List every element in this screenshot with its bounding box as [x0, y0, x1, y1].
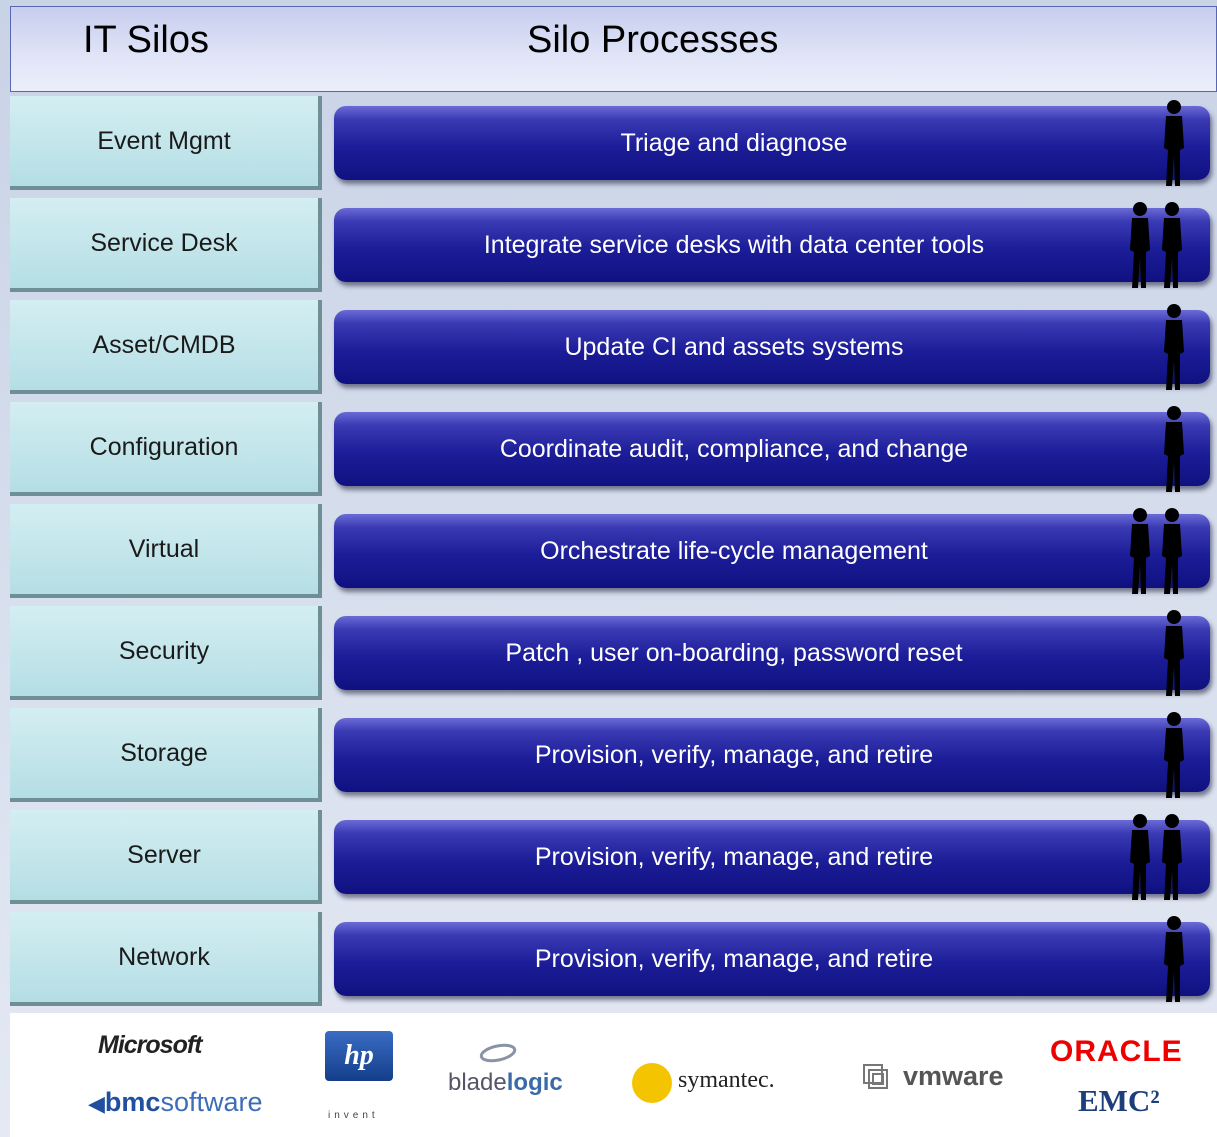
silo-label: Event Mgmt [10, 96, 322, 190]
person-icon [1158, 608, 1190, 698]
process-bar: Patch , user on-boarding, password reset [334, 616, 1210, 690]
header-bar: IT Silos Silo Processes [10, 6, 1217, 92]
vmware-logo: vmware [903, 1061, 1004, 1091]
process-label: Orchestrate life-cycle management [540, 536, 928, 565]
bladelogic-ring-icon [479, 1043, 517, 1063]
process-label: Provision, verify, manage, and retire [534, 944, 934, 973]
process-bar: Provision, verify, manage, and retire [334, 718, 1210, 792]
silo-label: Service Desk [10, 198, 322, 292]
silo-row: Service Desk Integrate service desks with… [0, 198, 1217, 302]
silo-label: Configuration [10, 402, 322, 496]
process-label: Patch , user on-boarding, password reset [505, 638, 963, 667]
process-label: Triage and diagnose [620, 128, 848, 157]
vmware-squares-icon [863, 1064, 888, 1089]
two-people-icon [1124, 506, 1190, 596]
silo-row: Virtual Orchestrate life-cycle management [0, 504, 1217, 608]
two-people-icon [1124, 812, 1190, 902]
emc-logo: EMC² [1078, 1083, 1160, 1118]
symantec-dot-icon [632, 1063, 672, 1103]
hp-logo: hp [325, 1031, 393, 1081]
silo-label: Server [10, 810, 322, 904]
bmc-software-logo: ◀bmcsoftware [88, 1087, 263, 1117]
process-bar: Coordinate audit, compliance, and change [334, 412, 1210, 486]
process-label: Provision, verify, manage, and retire [534, 842, 934, 871]
silo-row: Server Provision, verify, manage, and ret… [0, 810, 1217, 914]
process-label: Coordinate audit, compliance, and change [499, 434, 969, 463]
person-icon [1158, 302, 1190, 392]
hp-invent-tagline: invent [328, 1110, 379, 1121]
person-icon [1158, 710, 1190, 800]
silo-row: Storage Provision, verify, manage, and re… [0, 708, 1217, 812]
silo-row: Security Patch , user on-boarding, passwo… [0, 606, 1217, 710]
process-bar: Provision, verify, manage, and retire [334, 820, 1210, 894]
silo-label: Network [10, 912, 322, 1006]
process-bar: Orchestrate life-cycle management [334, 514, 1210, 588]
silo-row: Configuration Coordinate audit, complianc… [0, 402, 1217, 506]
symantec-logo: symantec. [678, 1067, 775, 1093]
process-label: Integrate service desks with data center… [483, 230, 985, 259]
silo-label: Asset/CMDB [10, 300, 322, 394]
processes-column-title: Silo Processes [527, 19, 779, 61]
bladelogic-logo: bladelogic [448, 1069, 563, 1096]
silos-column-title: IT Silos [83, 19, 210, 61]
silo-label: Virtual [10, 504, 322, 598]
person-icon [1158, 404, 1190, 494]
microsoft-logo: Microsoft [98, 1031, 202, 1059]
silo-label: Security [10, 606, 322, 700]
silo-row: Asset/CMDB Update CI and assets systems [0, 300, 1217, 404]
process-label: Provision, verify, manage, and retire [534, 740, 934, 769]
silo-label: Storage [10, 708, 322, 802]
vendor-logo-strip: Microsoft ◀bmcsoftware hp invent bladelo… [10, 1013, 1217, 1137]
process-bar: Triage and diagnose [334, 106, 1210, 180]
person-icon [1158, 914, 1190, 1004]
silo-row: Network Provision, verify, manage, and re… [0, 912, 1217, 1016]
process-bar: Integrate service desks with data center… [334, 208, 1210, 282]
person-icon [1158, 98, 1190, 188]
process-bar: Provision, verify, manage, and retire [334, 922, 1210, 996]
silo-row: Event Mgmt Triage and diagnose [0, 96, 1217, 200]
two-people-icon [1124, 200, 1190, 290]
oracle-logo: ORACLE [1050, 1035, 1183, 1068]
process-label: Update CI and assets systems [564, 332, 904, 361]
process-bar: Update CI and assets systems [334, 310, 1210, 384]
